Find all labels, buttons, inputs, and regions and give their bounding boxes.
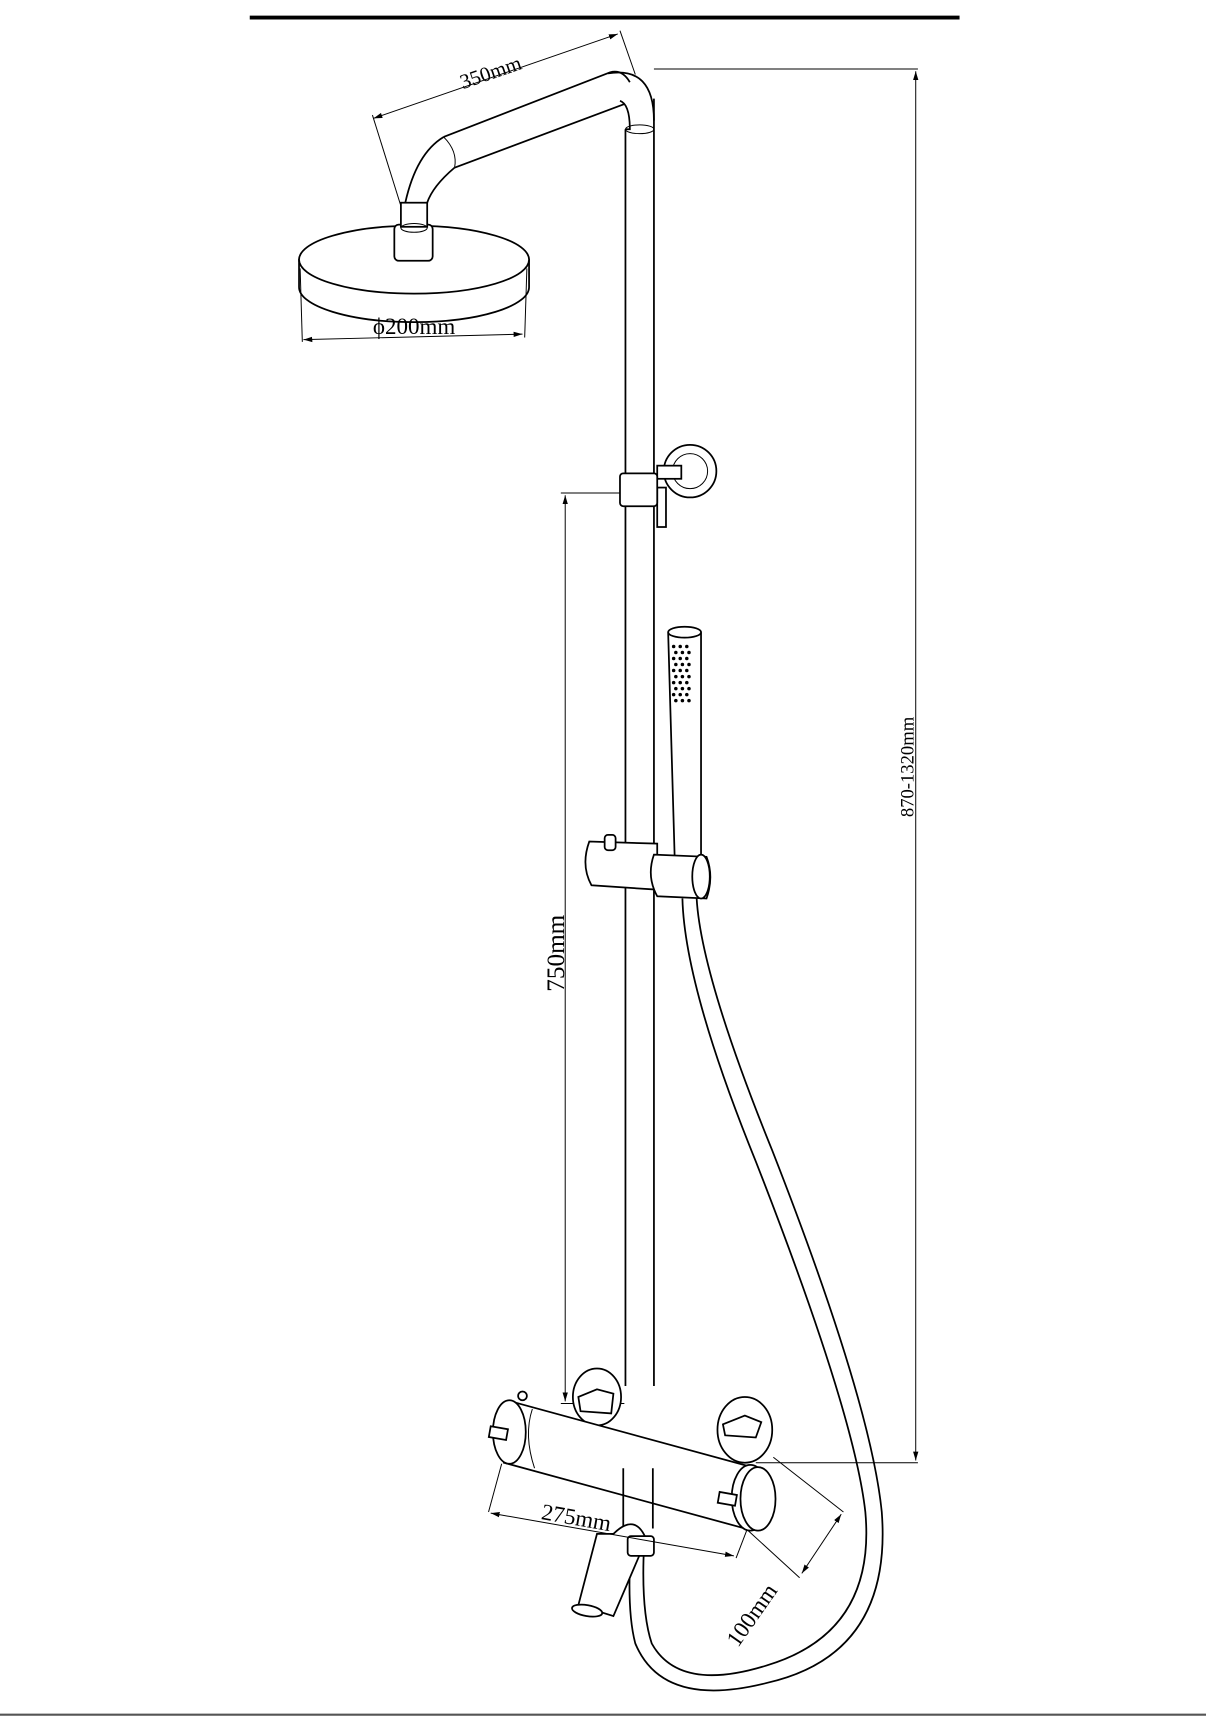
spray-nozzle-dot [687, 698, 691, 703]
spray-nozzle-dot [674, 662, 678, 667]
spray-nozzle-dot [678, 680, 682, 685]
spray-nozzle-dot [674, 674, 678, 679]
riser-pipe [607, 71, 655, 1387]
spray-nozzle-dot [671, 656, 676, 661]
spray-nozzle-dot [687, 686, 691, 691]
spray-nozzle-dot [671, 692, 676, 697]
dimension-rail-height: 750mm [543, 492, 625, 1405]
spray-nozzle-dot [671, 644, 676, 649]
spray-nozzle-dot [687, 674, 691, 679]
hand-shower [667, 625, 702, 861]
hand-shower-holder [584, 834, 712, 900]
head-diameter-label: ϕ200mm [373, 314, 455, 339]
mixer-wall-mounts [572, 1367, 774, 1464]
mixer-width-label: 275mm [540, 1499, 614, 1536]
mixer-depth-label: 100mm [721, 1579, 782, 1651]
wall-bracket [619, 443, 718, 528]
spray-nozzle-dot [687, 662, 691, 667]
spray-nozzle-dot [671, 680, 676, 685]
spray-nozzle-dot [678, 692, 682, 697]
spray-nozzle-dot [678, 644, 682, 649]
rain-shower-head [298, 201, 530, 323]
spray-nozzle-dot [674, 698, 678, 703]
dimension-head-diameter: ϕ200mm [299, 268, 528, 343]
spray-nozzle-dot [674, 686, 678, 691]
spray-nozzle-dot [680, 698, 685, 703]
spray-nozzle-dot [678, 656, 682, 661]
spray-nozzle-dot [680, 674, 685, 679]
spray-nozzle-dot [685, 644, 689, 649]
rail-height-label: 750mm [543, 914, 570, 991]
spray-nozzle-dot [685, 692, 689, 697]
spray-nozzle-dot [671, 668, 676, 673]
spray-nozzle-dot [680, 686, 685, 691]
spray-nozzles [671, 644, 691, 703]
thermostatic-mixer [487, 1390, 777, 1532]
spray-nozzle-dot [685, 668, 689, 673]
spray-nozzle-dot [680, 662, 685, 667]
shower-arm [404, 70, 631, 203]
dimension-total-height: 870-1320mm [653, 68, 919, 1464]
spray-nozzle-dot [678, 668, 682, 673]
spray-nozzle-dot [685, 680, 689, 685]
spray-nozzle-dot [674, 650, 678, 655]
spray-nozzle-dot [687, 650, 691, 655]
arm-length-label: 350mm [457, 51, 525, 94]
total-height-label: 870-1320mm [898, 716, 919, 817]
spray-nozzle-dot [685, 656, 689, 661]
shower-hose [628, 898, 884, 1692]
spray-nozzle-dot [680, 650, 685, 655]
